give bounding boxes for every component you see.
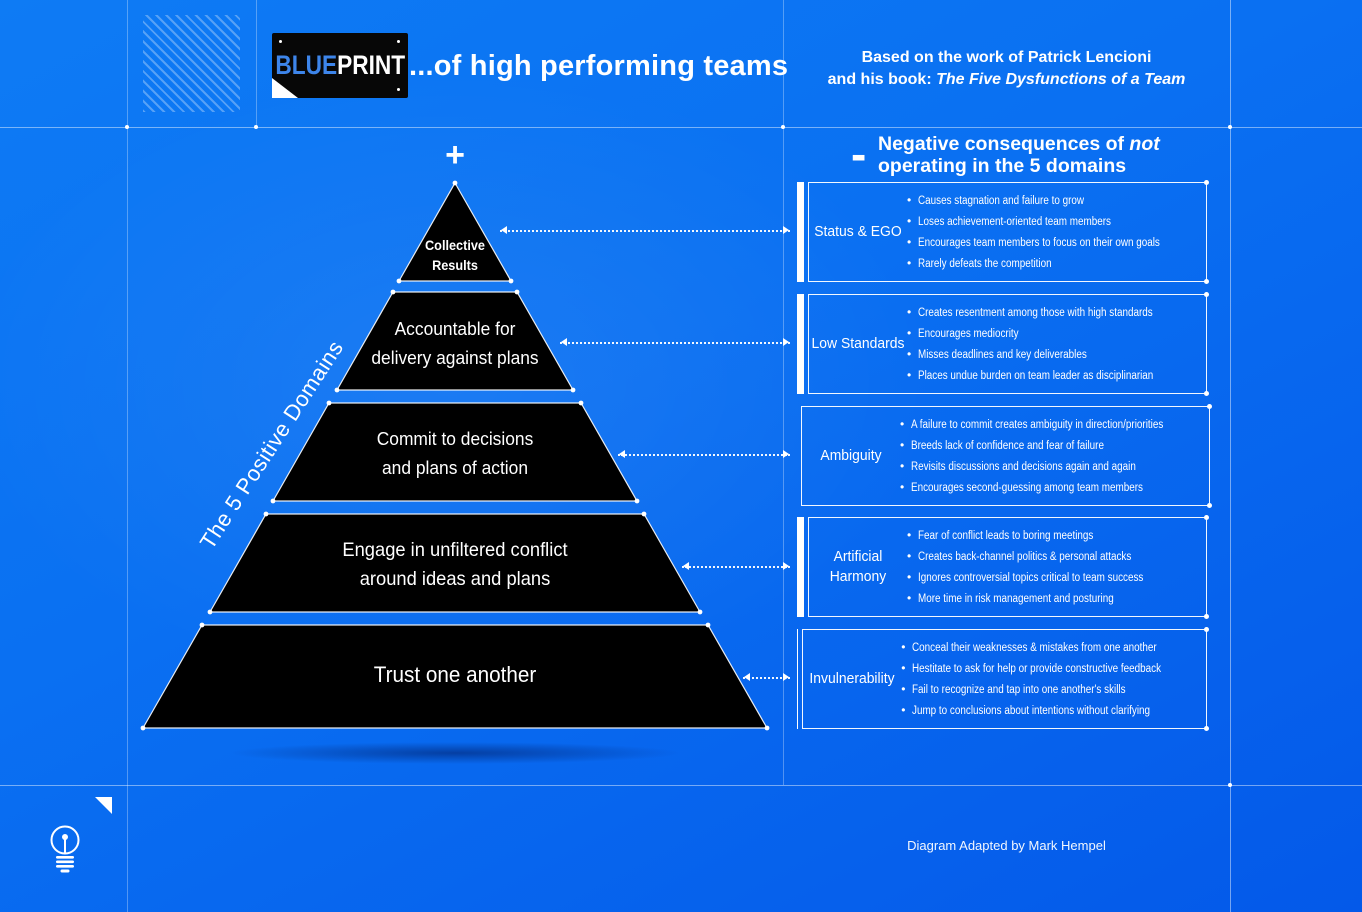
logo-text-print: PRINT — [336, 50, 405, 80]
hatched-panel — [143, 15, 240, 112]
logo-text-blue: BLUE — [275, 50, 337, 80]
bullet-item: Ignores controversial topics critical to… — [907, 571, 1202, 584]
minus-icon: - — [851, 128, 867, 180]
negative-heading: Negative consequences of not operating i… — [878, 133, 1160, 177]
pyramid-shadow — [230, 742, 680, 764]
attribution: Based on the work of Patrick Lencioni an… — [783, 47, 1230, 91]
bullet-item: Encourages mediocrity — [907, 327, 1202, 340]
connector-line-3 — [618, 450, 790, 458]
box-label: Low Standards — [811, 336, 905, 352]
grid-hline-header — [0, 127, 1362, 128]
grid-node — [125, 125, 129, 129]
box-label: Ambiguity — [820, 448, 882, 464]
bullet-item: Fail to recognize and tap into one anoth… — [901, 683, 1202, 696]
bullet-item: Hestitate to ask for help or provide con… — [901, 662, 1202, 675]
grid-node — [1228, 125, 1232, 129]
pyramid-label-collective-results: Collective Results — [425, 238, 485, 273]
anchor-dot — [1204, 515, 1209, 520]
bullet-item: More time in risk management and posturi… — [907, 592, 1202, 605]
grid-node — [254, 125, 258, 129]
lightbulb-icon — [50, 825, 80, 873]
connector-line-1 — [500, 226, 790, 234]
bullet-item: Breeds lack of confidence and fear of fa… — [900, 439, 1205, 452]
bullet-list: Conceal their weaknesses & mistakes from… — [901, 641, 1206, 717]
consequence-box-artificial-harmony: Artificial Harmony Fear of conflict lead… — [797, 515, 1209, 619]
grid-vline-center — [783, 0, 784, 785]
bullet-item: Places undue burden on team leader as di… — [907, 369, 1202, 382]
bullet-item: Revisits discussions and decisions again… — [900, 460, 1205, 473]
page-title: ...of high performing teams — [409, 50, 789, 82]
box-label: Artificial Harmony — [829, 549, 887, 585]
anchor-dot — [397, 88, 400, 91]
box-accent-bar — [797, 182, 804, 282]
anchor-dot — [1204, 726, 1209, 731]
anchor-dot — [279, 40, 282, 43]
bullet-list: Creates resentment among those with high… — [907, 306, 1206, 382]
consequence-box-status-ego: Status & EGO Causes stagnation and failu… — [797, 180, 1209, 284]
fold-triangle-icon — [95, 797, 112, 814]
consequence-box-low-standards: Low Standards Creates resentment among t… — [797, 292, 1209, 396]
bullet-item: Misses deadlines and key deliverables — [907, 348, 1202, 361]
connector-line-5 — [743, 673, 790, 681]
bullet-item: Creates resentment among those with high… — [907, 306, 1202, 319]
box-label: Status & EGO — [814, 224, 902, 240]
bullet-list: Fear of conflict leads to boring meeting… — [907, 529, 1206, 605]
grid-hline-footer — [0, 785, 1362, 786]
consequence-box-ambiguity: Ambiguity A failure to commit creates am… — [797, 404, 1212, 508]
bullet-item: Causes stagnation and failure to grow — [907, 194, 1202, 207]
attribution-line1: Based on the work of Patrick Lencioni — [861, 49, 1152, 66]
plus-icon: + — [445, 136, 465, 174]
attribution-book-title: The Five Dysfunctions of a Team — [936, 71, 1186, 88]
pyramid-label-conflict: Engage in unfiltered conflict around ide… — [342, 539, 568, 590]
pyramid-label-commit: Commit to decisions and plans of action — [376, 428, 534, 478]
grid-vline-logo-col — [256, 0, 257, 127]
bullet-item: Creates back-channel politics & personal… — [907, 550, 1202, 563]
footer-credit: Diagram Adapted by Mark Hempel — [907, 838, 1106, 853]
box-label: Invulnerability — [809, 671, 895, 687]
connector-line-2 — [560, 338, 790, 346]
grid-node — [781, 125, 785, 129]
bullet-item: Encourages second-guessing among team me… — [900, 481, 1205, 494]
anchor-dot — [1204, 180, 1209, 185]
pyramid-label-accountable: Accountable for delivery against plans — [371, 318, 539, 368]
logo-wordmark: BLUEPRINT — [275, 50, 405, 81]
grid-node — [1228, 783, 1232, 787]
bullet-item: Rarely defeats the competition — [907, 257, 1202, 270]
bullet-item: Fear of conflict leads to boring meeting… — [907, 529, 1202, 542]
page-fold-icon — [272, 78, 298, 98]
bullet-item: A failure to commit creates ambiguity in… — [900, 418, 1205, 431]
bullet-list: A failure to commit creates ambiguity in… — [900, 418, 1209, 494]
anchor-dot — [1204, 391, 1209, 396]
bullet-item: Loses achievement-oriented team members — [907, 215, 1202, 228]
blueprint-logo: BLUEPRINT — [272, 33, 408, 98]
bullet-item: Encourages team members to focus on thei… — [907, 236, 1202, 249]
bullet-item: Conceal their weaknesses & mistakes from… — [901, 641, 1202, 654]
anchor-dot — [1204, 279, 1209, 284]
anchor-dot — [1204, 627, 1209, 632]
anchor-dot — [1206, 404, 1212, 409]
box-accent-bar — [797, 629, 799, 729]
pyramid-label-trust: Trust one another — [373, 662, 537, 687]
box-accent-bar — [797, 294, 804, 394]
bullet-item: Jump to conclusions about intentions wit… — [901, 704, 1202, 717]
box-accent-bar — [797, 517, 804, 617]
consequence-box-invulnerability: Invulnerability Conceal their weaknesses… — [797, 627, 1209, 731]
anchor-dot — [1204, 614, 1209, 619]
anchor-dot — [1204, 292, 1209, 297]
anchor-dot — [397, 40, 400, 43]
connector-line-4 — [682, 562, 790, 570]
grid-vline-right — [1230, 0, 1231, 912]
bullet-list: Causes stagnation and failure to grow Lo… — [907, 194, 1206, 270]
attribution-line2-prefix: and his book: — [827, 71, 937, 88]
anchor-dot — [1206, 503, 1212, 508]
grid-vline-left — [127, 0, 128, 912]
